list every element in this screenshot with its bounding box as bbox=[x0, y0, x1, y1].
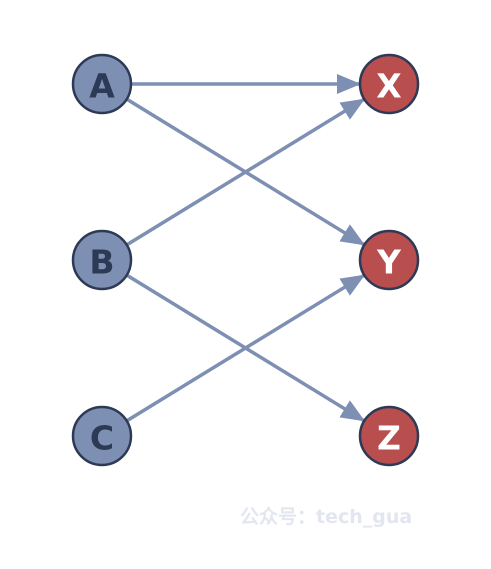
edge-b-to-x bbox=[125, 98, 366, 247]
nodes-layer: A B C X Y Z bbox=[71, 53, 420, 467]
node-b: B bbox=[71, 229, 133, 291]
node-circle-x bbox=[358, 53, 420, 115]
node-circle-y bbox=[358, 229, 420, 291]
node-label-a: A bbox=[89, 67, 115, 106]
node-label-c: C bbox=[90, 419, 114, 458]
node-circle-z bbox=[358, 405, 420, 467]
edges-layer bbox=[125, 74, 366, 423]
watermark-text: 公众号：tech_gua bbox=[240, 506, 413, 528]
node-label-z: Z bbox=[377, 419, 401, 458]
node-circle-c bbox=[71, 405, 133, 467]
node-a: A bbox=[71, 53, 133, 115]
node-circle-b bbox=[71, 229, 133, 291]
node-label-b: B bbox=[89, 243, 114, 282]
node-circle-a bbox=[71, 53, 133, 115]
node-x: X bbox=[358, 53, 420, 115]
node-label-x: X bbox=[376, 67, 401, 106]
node-y: Y bbox=[358, 229, 420, 291]
node-z: Z bbox=[358, 405, 420, 467]
node-c: C bbox=[71, 405, 133, 467]
node-label-y: Y bbox=[376, 243, 402, 282]
edge-c-to-y bbox=[125, 274, 366, 423]
